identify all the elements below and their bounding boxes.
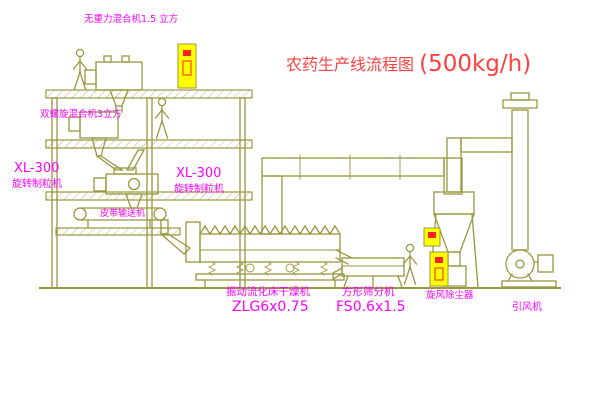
- label-granulator-left-name: 旋转制粒机: [12, 177, 62, 190]
- vibrating-fluid-bed-dryer: [185, 221, 345, 289]
- worker-figure: [154, 97, 170, 139]
- square-sieve: [332, 249, 405, 288]
- equipment-labels: 无重力混合机1.5 立方 双螺旋混合机3立方 XL-300 旋转制粒机 XL-3…: [12, 13, 542, 315]
- drawing-title: 农药生产线流程图 (500kg/h): [286, 51, 531, 77]
- label-dryer-name: 振动流化床干燥机: [226, 285, 310, 298]
- indicator-mark: [428, 232, 436, 238]
- label-sieve-model: FS0.6x1.5: [336, 299, 406, 315]
- label-double-screw-mixer: 双螺旋混合机3立方: [40, 108, 122, 120]
- label-sieve-name: 方形筛分机: [342, 285, 395, 298]
- dryer-feed-chute: [159, 219, 192, 255]
- building-structure: [39, 89, 561, 289]
- drawing-title-capacity: (500kg/h): [419, 51, 531, 77]
- label-belt-conveyor: 皮带输送机: [100, 207, 145, 219]
- label-cyclone: 旋风除尘器: [426, 289, 474, 301]
- label-granulator-left-model: XL-300: [14, 161, 59, 176]
- label-granulator-right-model: XL-300: [176, 166, 221, 181]
- exhaust-stack: [502, 92, 538, 251]
- indicator-mark: [435, 257, 443, 263]
- indicator-panel: [182, 60, 192, 76]
- indicator-mark: [183, 50, 191, 56]
- belt-conveyor: [73, 207, 167, 229]
- worker-figure: [402, 243, 418, 285]
- gravity-free-mixer: [84, 55, 143, 113]
- exhaust-duct: [261, 154, 463, 235]
- label-dryer-model: ZLG6x0.75: [232, 299, 309, 315]
- control-cabinet-top: [177, 43, 197, 89]
- drawing-title-main: 农药生产线流程图: [286, 55, 414, 74]
- cyclone-separator: [429, 137, 513, 288]
- control-cabinet-right: [429, 251, 449, 287]
- indicator-panel: [434, 267, 444, 281]
- induced-draft-fan: [501, 249, 557, 288]
- control-cabinet-small: [423, 227, 441, 247]
- label-gravity-mixer: 无重力混合机1.5 立方: [84, 13, 178, 25]
- label-granulator-right-name: 旋转制粒机: [174, 182, 224, 195]
- label-fan: 引风机: [512, 300, 542, 313]
